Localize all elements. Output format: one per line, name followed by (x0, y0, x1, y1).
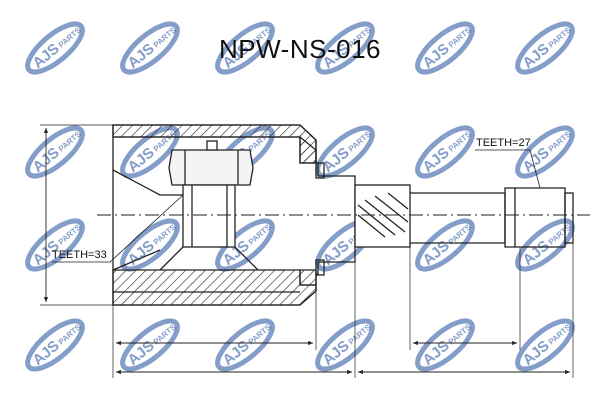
part-number-title: NPW-NS-016 (218, 34, 381, 64)
flange (315, 162, 325, 276)
tripod-roller (159, 140, 259, 271)
length-dimensions (116, 340, 570, 375)
shaft (410, 187, 574, 248)
height-dimension (40, 124, 113, 306)
shaft-teeth-label: TEETH=27 (476, 137, 531, 149)
extension-lines (112, 243, 574, 378)
inner-guide-lower (112, 249, 161, 271)
spline-section (354, 184, 411, 248)
outer-teeth-leader (52, 194, 184, 263)
outer-teeth-label: TEETH=33 (52, 249, 107, 261)
inner-guide-upper (112, 169, 183, 196)
housing-hatch (112, 124, 317, 306)
shaft-teeth-leader (475, 149, 541, 189)
